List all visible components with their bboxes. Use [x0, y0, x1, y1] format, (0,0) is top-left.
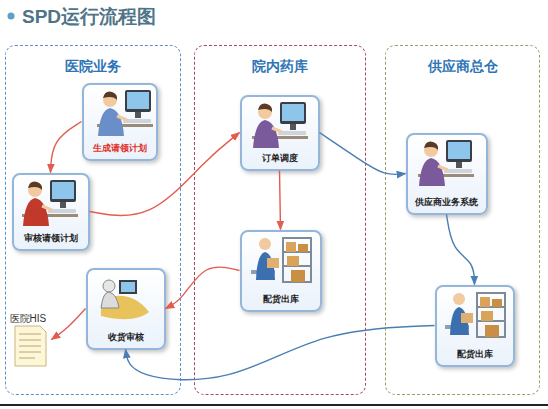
flow-arrow — [90, 133, 240, 216]
flow-arrow — [280, 171, 281, 230]
box-label: 供应商业务系统 — [408, 196, 486, 209]
process-box: 订单调度 — [240, 95, 320, 171]
box-label: 医院HIS — [10, 312, 47, 326]
process-box: 配货出库 — [240, 230, 322, 312]
box-label: 收货审核 — [88, 331, 164, 344]
flow-arrow — [126, 326, 435, 380]
flow-arrow — [51, 122, 82, 173]
flow-arrow — [52, 309, 86, 340]
flow-arrow — [166, 267, 240, 309]
box-label: 审核请领计划 — [14, 232, 88, 245]
swimlane: 供应商总仓供应商业务系统配货出库 — [385, 45, 540, 395]
title-bullet — [8, 13, 15, 20]
box-label: 配货出库 — [242, 293, 320, 306]
box-label: 生成请领计划 — [84, 142, 156, 155]
diagram-title: SPD运行流程图 — [22, 4, 156, 30]
swimlane: 院内药库订单调度配货出库 — [194, 45, 366, 395]
process-box: 生成请领计划 — [82, 83, 158, 161]
lane-title: 供应商总仓 — [386, 58, 539, 76]
bottom-rule — [0, 404, 548, 406]
document-node: 医院HIS — [10, 312, 52, 368]
process-box: 收货审核 — [86, 268, 166, 350]
box-label: 配货出库 — [437, 348, 513, 361]
flow-arrow — [320, 133, 406, 175]
lane-title: 院内药库 — [195, 58, 365, 76]
process-box: 供应商业务系统 — [406, 133, 488, 215]
flow-arrow — [447, 215, 475, 285]
lane-title: 医院业务 — [6, 58, 180, 76]
box-label: 订单调度 — [242, 152, 318, 165]
his-document — [15, 326, 46, 366]
process-box: 配货出库 — [435, 285, 515, 367]
process-box: 审核请领计划 — [12, 173, 90, 251]
swimlane: 医院业务生成请领计划审核请领计划收货审核 医院HIS — [5, 45, 181, 395]
